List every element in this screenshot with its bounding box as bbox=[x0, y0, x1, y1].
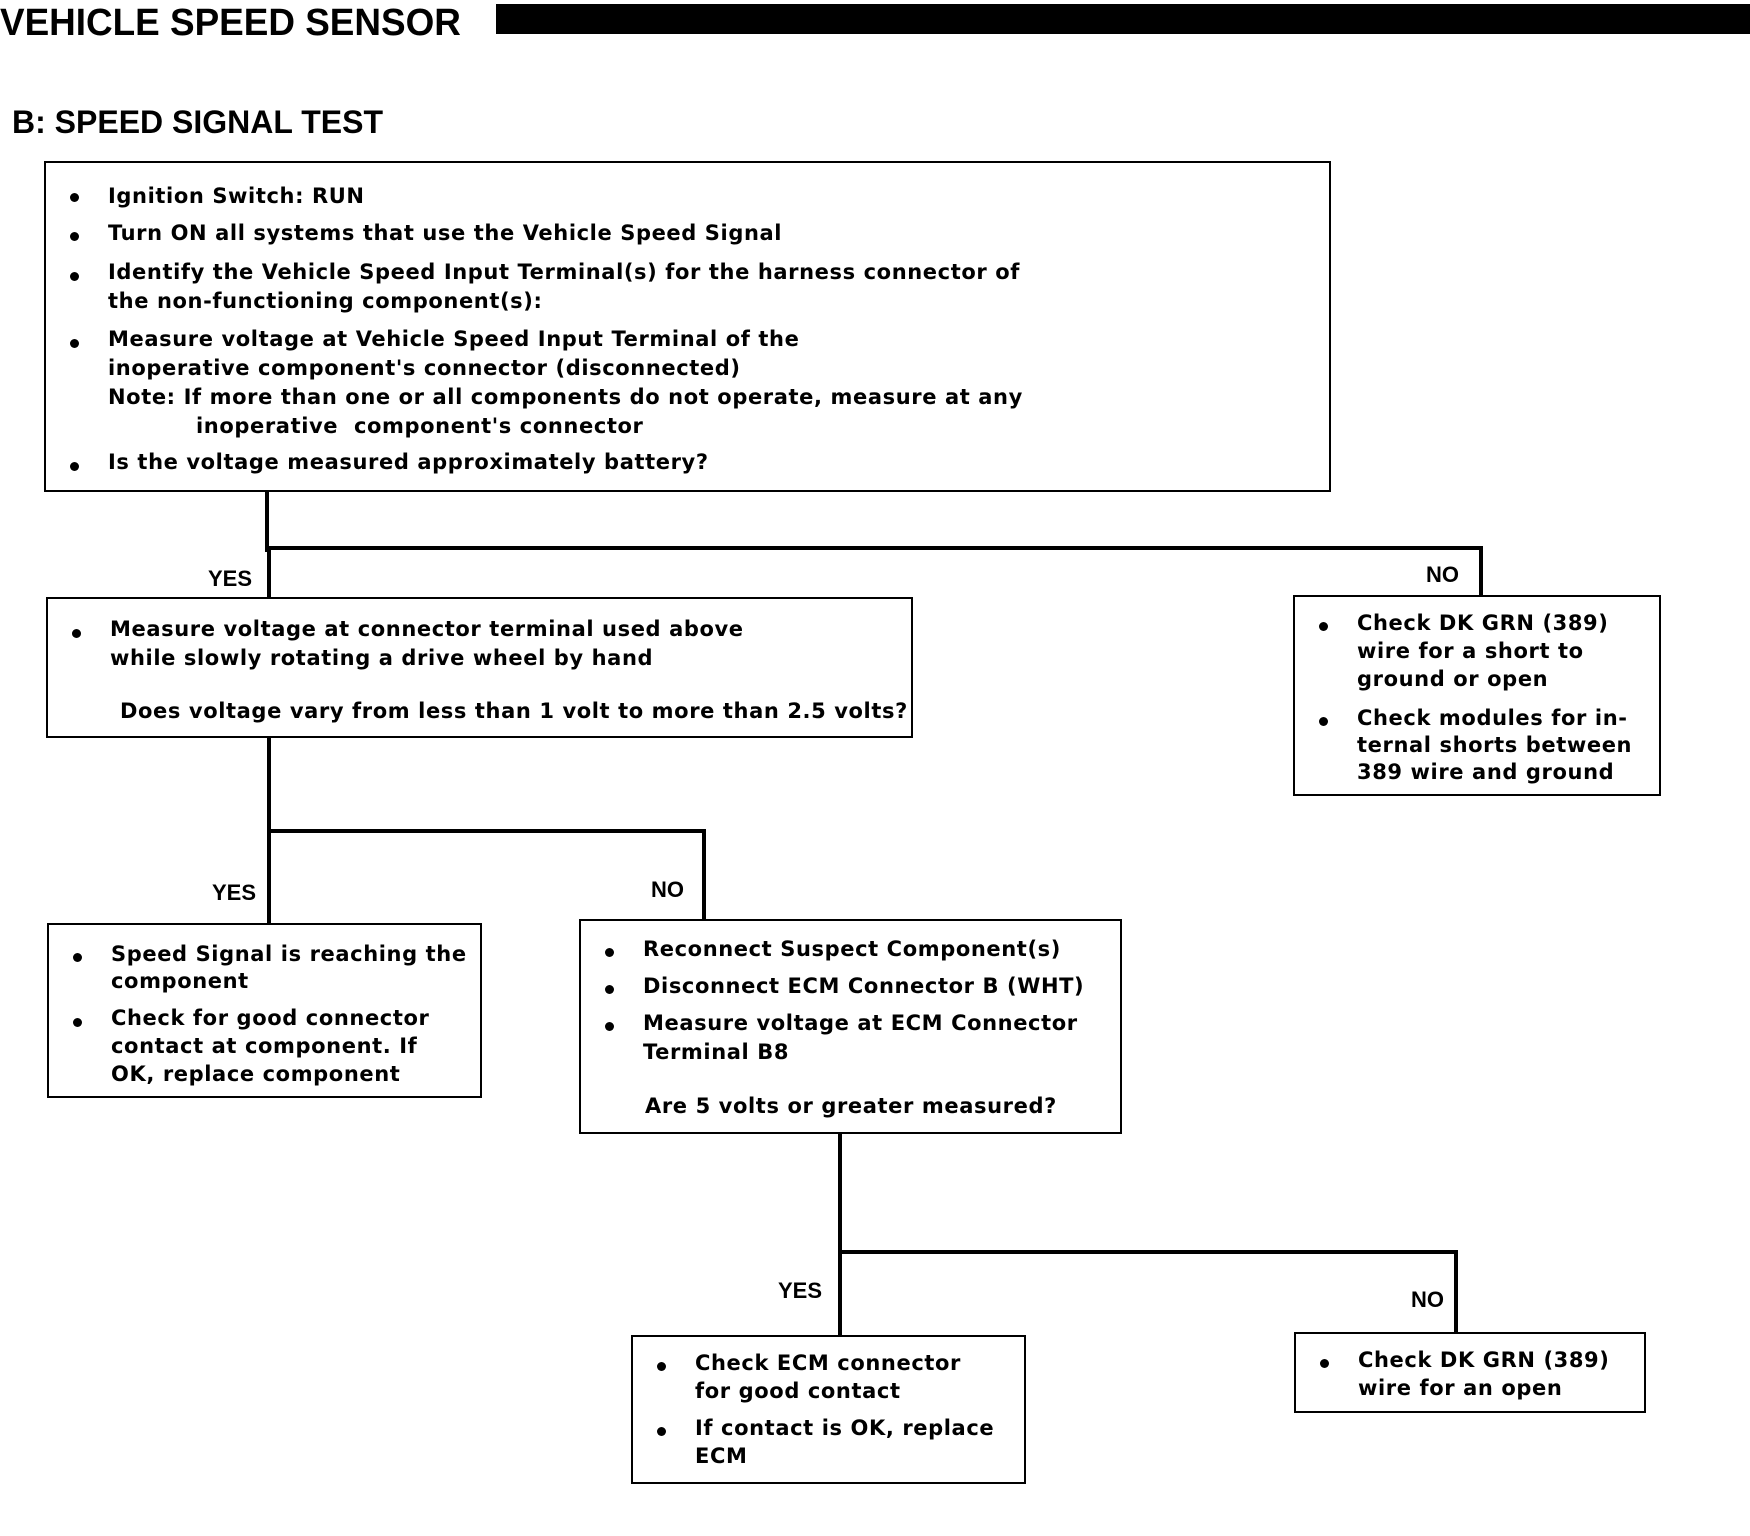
box2-question: Does voltage vary from less than 1 volt … bbox=[120, 699, 908, 723]
bullet bbox=[70, 232, 79, 241]
box1-item: inoperative component's connector (disco… bbox=[108, 356, 741, 380]
box6-item: If contact is OK, replace bbox=[695, 1416, 995, 1440]
box5-question: Are 5 volts or greater measured? bbox=[645, 1094, 1057, 1118]
page-title: VEHICLE SPEED SENSOR bbox=[0, 2, 461, 44]
step-box-check-short: Check DK GRN (389) wire for a short to g… bbox=[1293, 595, 1661, 796]
box1-item: Measure voltage at Vehicle Speed Input T… bbox=[108, 327, 800, 351]
box2-item: while slowly rotating a drive wheel by h… bbox=[110, 646, 654, 670]
bullet bbox=[1320, 1359, 1329, 1368]
box1-note: inoperative component's connector bbox=[196, 414, 644, 438]
step-box-rotate-wheel: Measure voltage at connector terminal us… bbox=[46, 597, 913, 738]
box7-item: wire for an open bbox=[1358, 1376, 1563, 1400]
connector-3-split bbox=[838, 1250, 1458, 1336]
header-rule bbox=[496, 4, 1750, 34]
section-title: B: SPEED SIGNAL TEST bbox=[12, 104, 384, 140]
box3-item: Check DK GRN (389) bbox=[1357, 611, 1609, 635]
step-box-ecm-measure: Reconnect Suspect Component(s) Disconnec… bbox=[579, 919, 1122, 1134]
bullet bbox=[70, 462, 79, 471]
box5-item: Reconnect Suspect Component(s) bbox=[643, 937, 1061, 961]
box4-item: OK, replace component bbox=[111, 1062, 401, 1086]
box4-item: contact at component. If bbox=[111, 1034, 418, 1058]
box3-item: Check modules for in- bbox=[1357, 706, 1628, 730]
bullet bbox=[605, 1022, 614, 1031]
box5-item: Disconnect ECM Connector B (WHT) bbox=[643, 974, 1085, 998]
connector-2-split bbox=[267, 829, 706, 922]
bullet bbox=[1319, 622, 1328, 631]
box2-item: Measure voltage at connector terminal us… bbox=[110, 617, 744, 641]
connector-1-split bbox=[265, 546, 1483, 598]
bullet bbox=[605, 985, 614, 994]
bullet bbox=[70, 193, 79, 202]
box4-item: Check for good connector bbox=[111, 1006, 430, 1030]
box7-item: Check DK GRN (389) bbox=[1358, 1348, 1610, 1372]
box1-item: the non-functioning component(s): bbox=[108, 289, 543, 313]
box4-item: Speed Signal is reaching the bbox=[111, 942, 467, 966]
box1-item: Turn ON all systems that use the Vehicle… bbox=[108, 221, 783, 245]
yes-label: YES bbox=[778, 1278, 823, 1303]
box3-item: 389 wire and ground bbox=[1357, 760, 1615, 784]
box3-item: wire for a short to bbox=[1357, 639, 1584, 663]
bullet bbox=[73, 1018, 82, 1027]
bullet bbox=[73, 953, 82, 962]
box3-item: ground or open bbox=[1357, 667, 1549, 691]
box1-question: Is the voltage measured approximately ba… bbox=[108, 450, 709, 474]
box6-item: for good contact bbox=[695, 1379, 901, 1403]
bullet bbox=[70, 339, 79, 348]
box1-item: Identify the Vehicle Speed Input Termina… bbox=[108, 260, 1020, 284]
no-label: NO bbox=[1411, 1287, 1444, 1312]
no-label: NO bbox=[651, 877, 684, 902]
no-label: NO bbox=[1426, 562, 1459, 587]
bullet bbox=[605, 948, 614, 957]
box3-item: ternal shorts between bbox=[1357, 733, 1633, 757]
bullet bbox=[657, 1427, 666, 1436]
step-box-signal-ok: Speed Signal is reaching the component C… bbox=[47, 923, 482, 1098]
yes-label: YES bbox=[208, 566, 253, 591]
bullet bbox=[657, 1362, 666, 1371]
box4-item: component bbox=[111, 969, 249, 993]
box6-item: ECM bbox=[695, 1444, 748, 1468]
box1-note: Note: If more than one or all components… bbox=[108, 385, 1023, 409]
bullet bbox=[1319, 717, 1328, 726]
step-box-initial: Ignition Switch: RUN Turn ON all systems… bbox=[44, 161, 1331, 492]
bullet bbox=[70, 272, 79, 281]
yes-label: YES bbox=[212, 880, 257, 905]
step-box-check-open: Check DK GRN (389) wire for an open bbox=[1294, 1332, 1646, 1413]
bullet bbox=[72, 629, 81, 638]
box5-item: Measure voltage at ECM Connector bbox=[643, 1011, 1078, 1035]
step-box-check-ecm: Check ECM connector for good contact If … bbox=[631, 1335, 1026, 1484]
box1-item: Ignition Switch: RUN bbox=[108, 184, 365, 208]
box6-item: Check ECM connector bbox=[695, 1351, 961, 1375]
box5-item: Terminal B8 bbox=[643, 1040, 790, 1064]
